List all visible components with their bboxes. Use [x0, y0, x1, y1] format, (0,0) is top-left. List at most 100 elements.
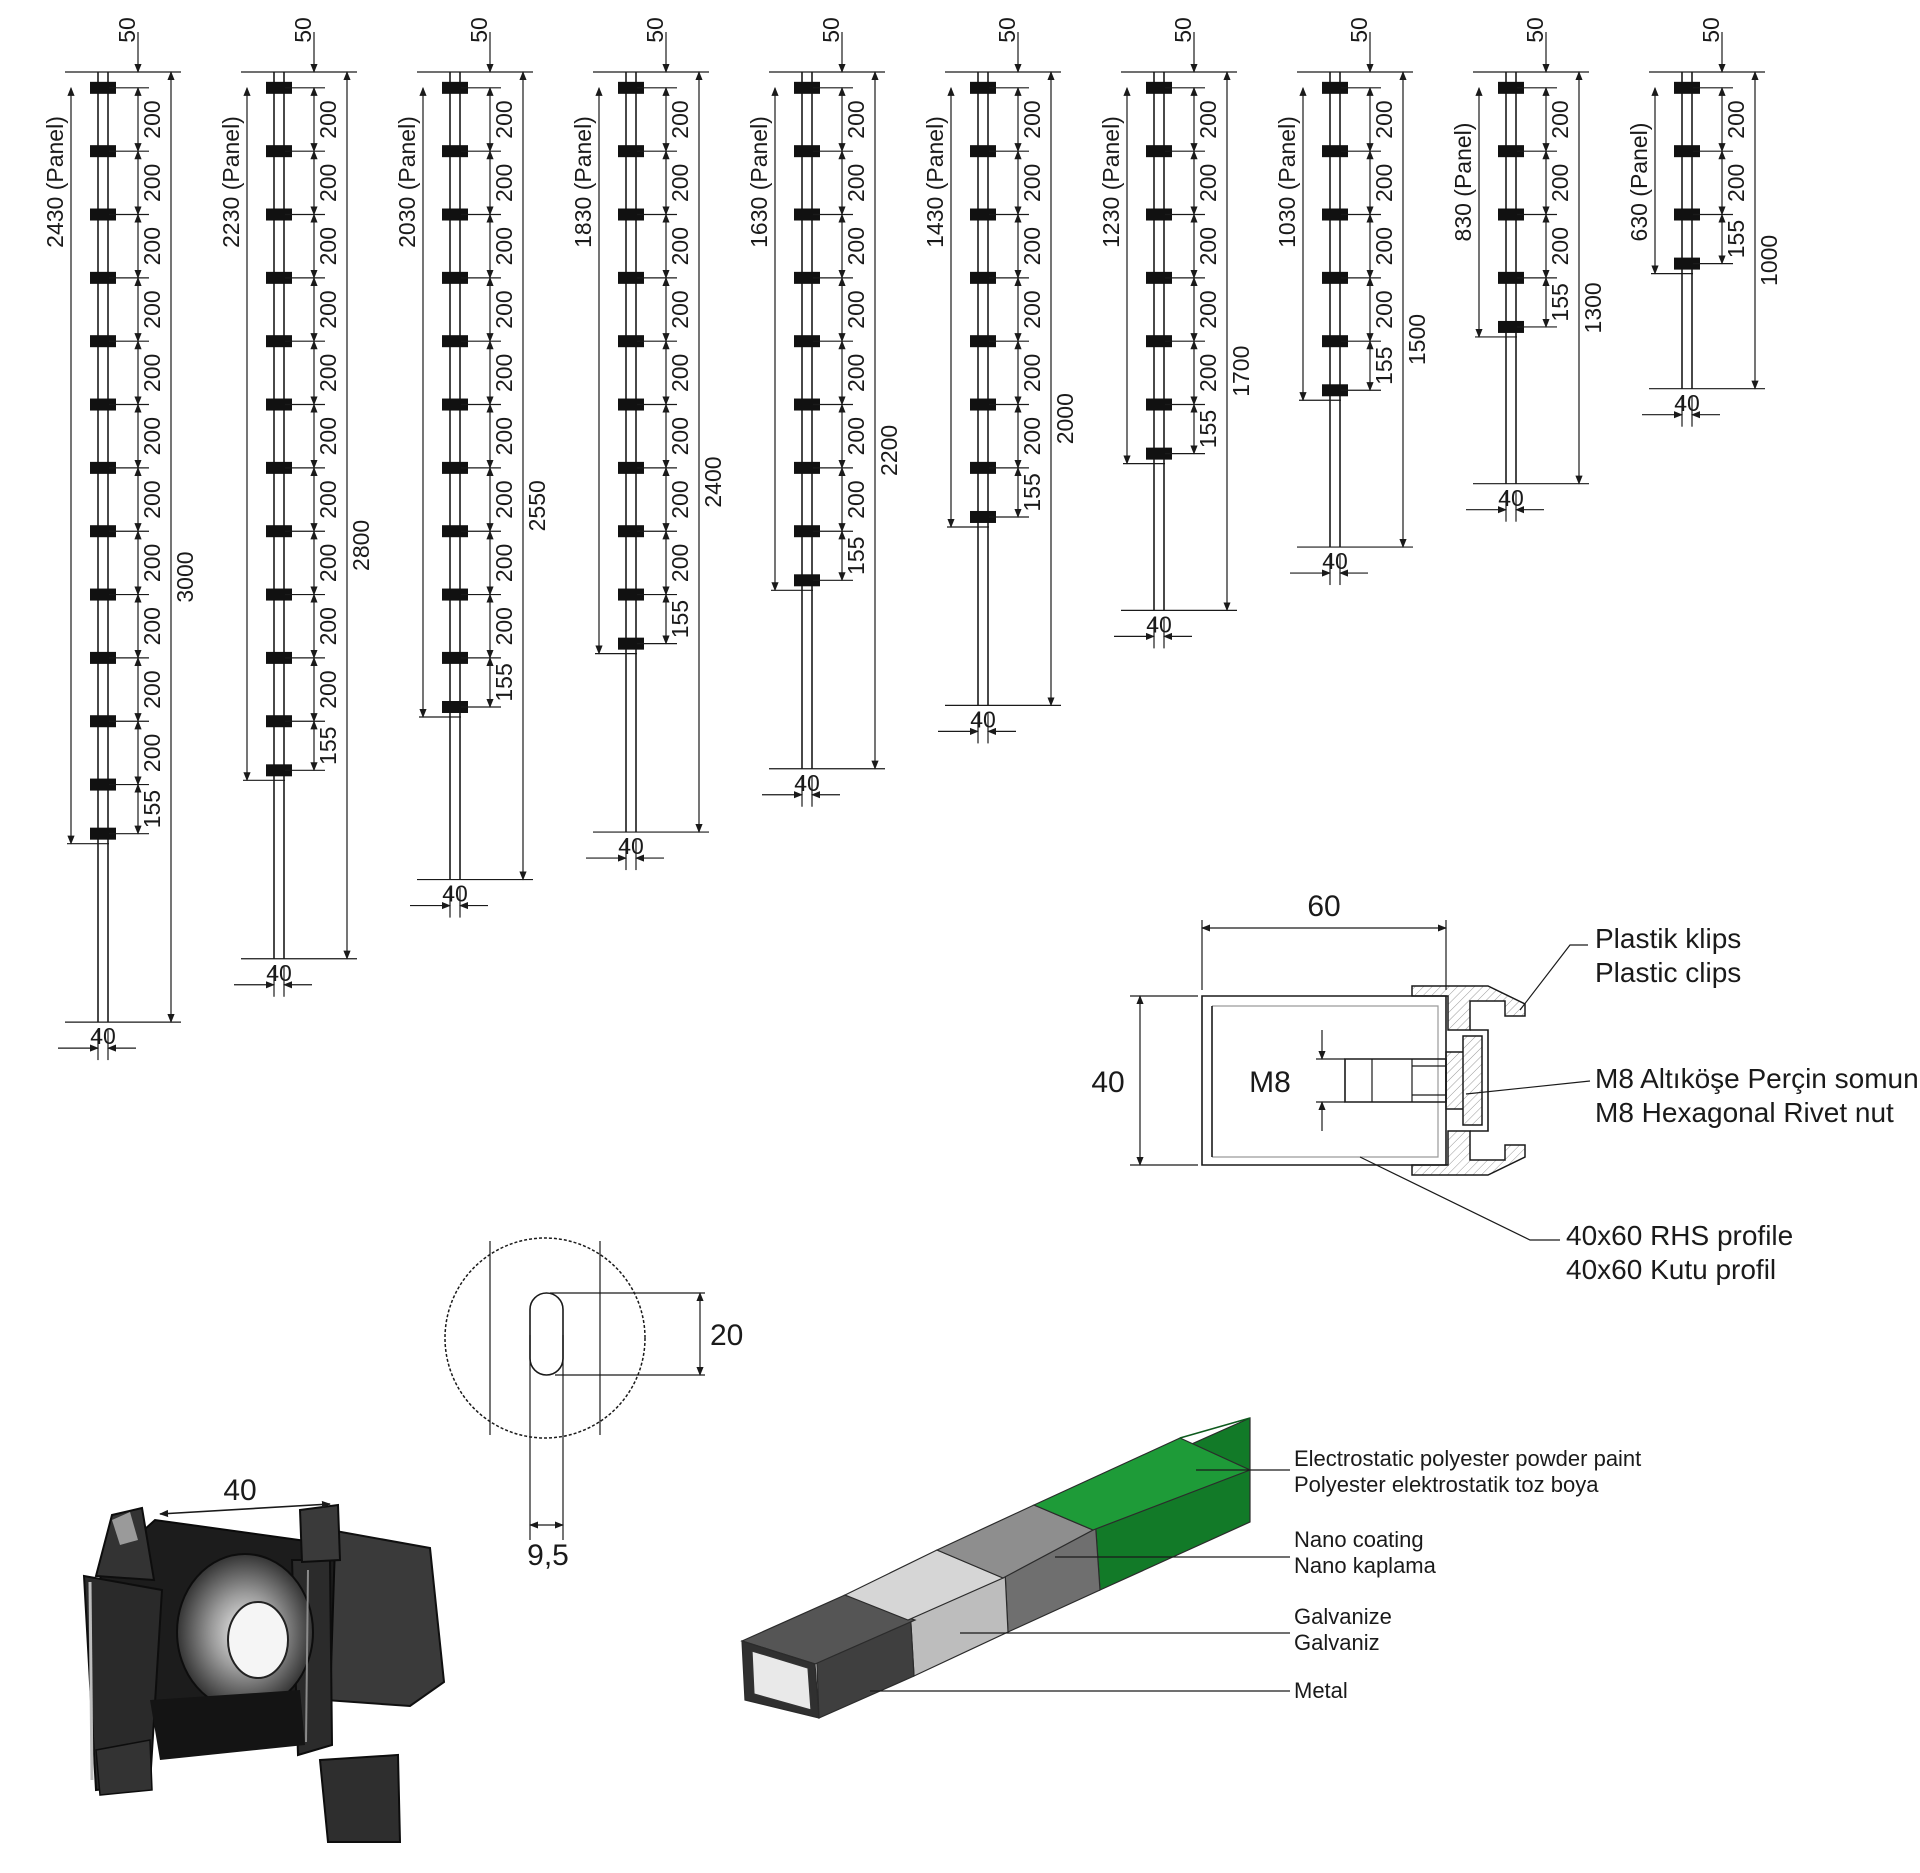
post-width-label: 40 [1146, 611, 1172, 637]
clip-mark [1146, 335, 1172, 348]
clip-mark [266, 398, 292, 411]
spacing-label: 155 [1723, 220, 1749, 258]
post-height-label: 1700 [1228, 346, 1254, 397]
spacing-label: 200 [491, 480, 517, 518]
post-height-label: 2400 [700, 456, 726, 507]
spacing-label: 200 [139, 417, 165, 455]
clip-mark [1322, 81, 1348, 94]
clip-mark [618, 398, 644, 411]
clip-mark [266, 651, 292, 664]
panel-height-label: 2230 (Panel) [218, 116, 244, 248]
clip-mark [794, 574, 820, 587]
top-offset-label: 50 [642, 17, 668, 43]
rivet-nut [1445, 1035, 1483, 1126]
paint-label-en: Electrostatic polyester powder paint [1294, 1446, 1641, 1471]
clip-mark [970, 81, 996, 94]
clip-mark [266, 145, 292, 158]
clip-mark [1146, 447, 1172, 460]
spacing-label: 200 [315, 417, 341, 455]
spacing-label: 200 [139, 607, 165, 645]
post-width-label: 40 [970, 706, 996, 732]
top-offset-label: 50 [114, 17, 140, 43]
clip-mark [90, 335, 116, 348]
spacing-label: 200 [843, 417, 869, 455]
clip-mark [1322, 145, 1348, 158]
spacing-label: 200 [667, 227, 693, 265]
clip-mark [1146, 271, 1172, 284]
spacing-label: 200 [1195, 100, 1221, 138]
spacing-label: 200 [315, 544, 341, 582]
clip-mark [90, 271, 116, 284]
spacing-label: 200 [1547, 164, 1573, 202]
clip-mark [442, 81, 468, 94]
clip-mark [794, 461, 820, 474]
spacing-label: 200 [1195, 227, 1221, 265]
clip-mark [1674, 257, 1700, 270]
clip-mark [970, 398, 996, 411]
spacing-label: 200 [315, 480, 341, 518]
spacing-label: 200 [1019, 354, 1045, 392]
plastic-clip [1411, 985, 1526, 1031]
spacing-label: 200 [1371, 227, 1397, 265]
panel-height-label: 1430 (Panel) [922, 116, 948, 248]
clip-label-tr: Plastik klips [1595, 923, 1741, 954]
spacing-label: 200 [491, 164, 517, 202]
clip-mark [970, 145, 996, 158]
clip-mark [618, 335, 644, 348]
post-elevation: 5020020020020020020020020020020020015524… [42, 17, 198, 1061]
spacing-label: 200 [139, 670, 165, 708]
galvanize-label-tr: Galvaniz [1294, 1630, 1380, 1655]
clip-mark [442, 208, 468, 221]
spacing-label: 200 [491, 100, 517, 138]
post-width-label: 40 [1674, 390, 1700, 416]
spacing-label: 200 [139, 227, 165, 265]
post-height-label: 1500 [1404, 314, 1430, 365]
section-detail: 60 40 M8 Plastik klips Plastic clips M8 … [1091, 890, 1918, 1285]
clip-mark [266, 764, 292, 777]
clip-mark [442, 271, 468, 284]
panel-height-label: 1230 (Panel) [1098, 116, 1124, 248]
clip-mark [618, 461, 644, 474]
spacing-label: 200 [491, 290, 517, 328]
clip-mark [442, 588, 468, 601]
clip-mark [794, 398, 820, 411]
clip-mark [1674, 208, 1700, 221]
metal-label: Metal [1294, 1678, 1348, 1703]
spacing-label: 155 [1547, 283, 1573, 321]
clip-mark [618, 81, 644, 94]
clip-mark [618, 145, 644, 158]
clip-mark [1498, 271, 1524, 284]
post-width-label: 40 [90, 1023, 116, 1049]
clip-mark [90, 81, 116, 94]
rivet-label-tr: M8 Altıköşe Perçin somun [1595, 1063, 1919, 1094]
post-elevations: 50 200 200 200 200 200 200 200 200 200 200 200 155 24… [42, 17, 1782, 1061]
coating-layers: Electrostatic polyester powder paint Pol… [740, 1417, 1641, 1719]
panel-height-label: 1630 (Panel) [746, 116, 772, 248]
spacing-label: 200 [1723, 100, 1749, 138]
spacing-label: 200 [843, 164, 869, 202]
spacing-label: 200 [1195, 354, 1221, 392]
spacing-label: 200 [139, 290, 165, 328]
clip-mark [970, 208, 996, 221]
clip-mark [794, 271, 820, 284]
spacing-label: 200 [1547, 227, 1573, 265]
paint-label-tr: Polyester elektrostatik toz boya [1294, 1472, 1599, 1497]
clip-mark [1674, 81, 1700, 94]
clip-mark [794, 335, 820, 348]
panel-height-label: 1030 (Panel) [1274, 116, 1300, 248]
post-height-label: 2800 [348, 520, 374, 571]
clip-label-en: Plastic clips [1595, 957, 1741, 988]
spacing-label: 200 [1371, 164, 1397, 202]
spacing-label: 200 [843, 290, 869, 328]
spacing-label: 200 [843, 480, 869, 518]
spacing-label: 200 [843, 354, 869, 392]
slot-hole [529, 1292, 564, 1376]
spacing-label: 200 [1371, 100, 1397, 138]
spacing-label: 200 [139, 734, 165, 772]
slot-height-label: 20 [710, 1319, 743, 1352]
